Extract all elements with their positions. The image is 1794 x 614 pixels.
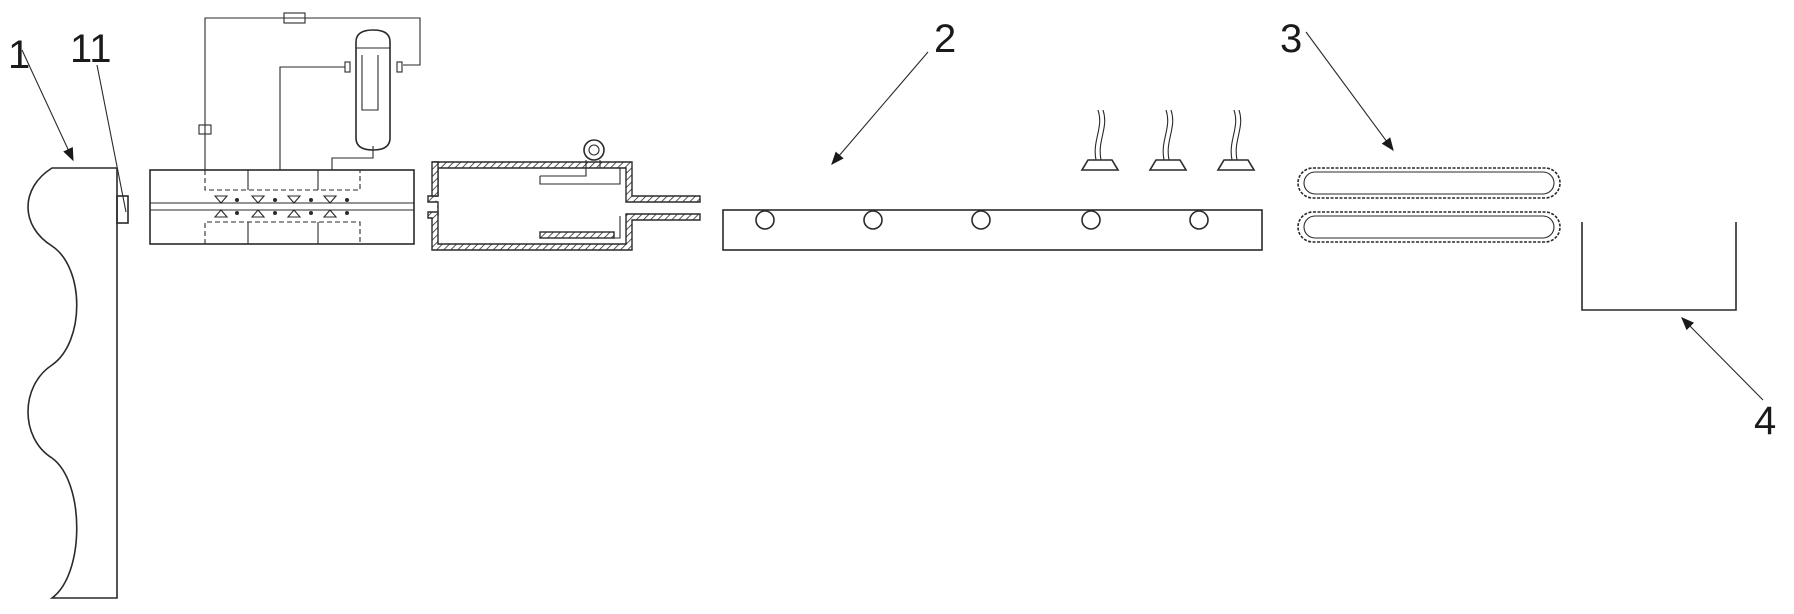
heating-chamber: [427, 139, 701, 251]
attachment-11: [116, 195, 129, 224]
leader-lines: [21, 31, 1764, 401]
component-4-collection-tray: [1581, 222, 1737, 311]
label-1: 1: [8, 33, 30, 77]
component-2-conveyor: [722, 209, 1263, 251]
label-2: 2: [934, 17, 956, 61]
mold-unit: [149, 12, 421, 245]
label-11: 11: [70, 27, 112, 71]
spray-heads: [1080, 109, 1256, 171]
component-3-belt-press: [1297, 167, 1561, 243]
component-1-wavy-panel: [27, 167, 129, 599]
label-3: 3: [1280, 17, 1302, 61]
label-4: 4: [1754, 399, 1776, 443]
